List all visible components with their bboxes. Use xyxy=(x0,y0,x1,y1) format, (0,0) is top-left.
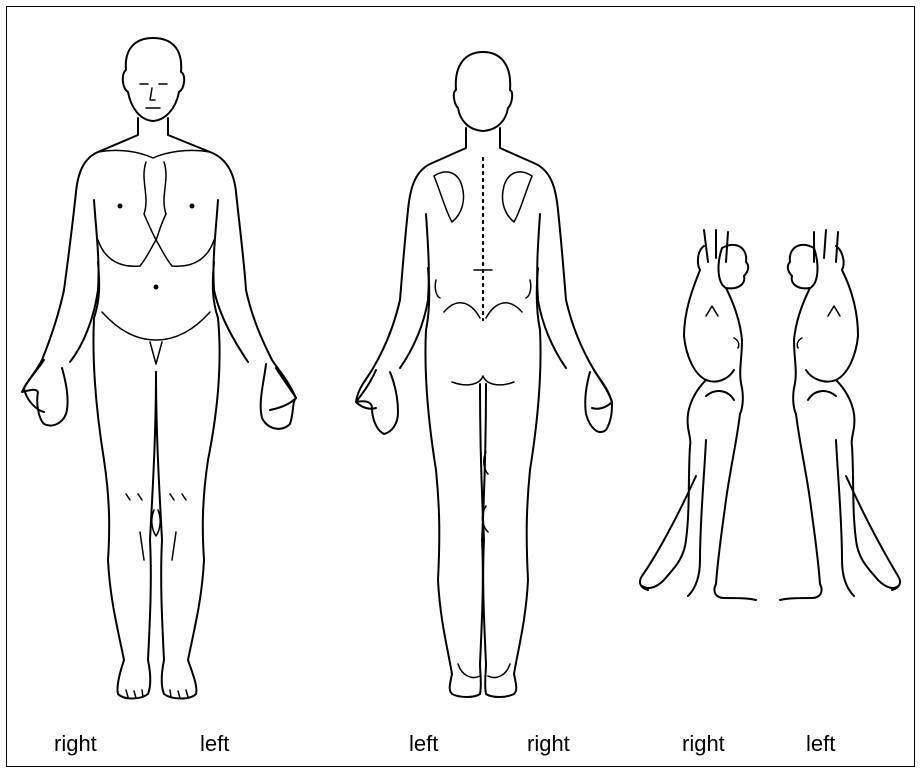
back-right-label: right xyxy=(527,731,570,757)
front-toes xyxy=(126,690,188,698)
back-torso-outline xyxy=(356,128,612,409)
front-ribcage xyxy=(98,240,214,266)
front-right-hand xyxy=(22,360,68,426)
front-torso-outline xyxy=(24,118,296,412)
front-pelvis xyxy=(102,312,210,364)
front-right-label: right xyxy=(54,731,97,757)
back-right-hand xyxy=(356,370,398,434)
left-side-legs xyxy=(780,414,900,600)
right-side-chest xyxy=(706,306,739,348)
front-right-leg xyxy=(93,318,156,699)
front-body-figure xyxy=(22,38,296,699)
front-clavicles xyxy=(98,150,210,158)
back-left-leg xyxy=(480,330,541,697)
side-right-label: right xyxy=(682,731,725,757)
left-side-figure xyxy=(780,230,900,600)
front-right-nipple xyxy=(118,204,123,209)
right-side-arm-back xyxy=(684,246,704,336)
side-left-label: left xyxy=(806,731,835,757)
front-hips xyxy=(94,262,218,318)
right-side-legs xyxy=(640,414,756,600)
front-inner-arms xyxy=(70,200,248,362)
front-face xyxy=(140,84,167,108)
back-elbow-marks xyxy=(435,280,531,298)
front-left-hand xyxy=(261,364,296,429)
left-side-arm-back xyxy=(836,246,858,336)
front-left-leg xyxy=(156,318,220,699)
right-side-head xyxy=(719,245,749,289)
left-side-hip xyxy=(808,380,854,446)
back-left-label: left xyxy=(409,731,438,757)
front-left-nipple xyxy=(190,204,195,209)
back-body-figure xyxy=(356,52,612,697)
back-buttocks xyxy=(452,376,514,385)
left-side-chest xyxy=(797,306,840,348)
front-knees xyxy=(126,494,186,560)
front-navel xyxy=(154,285,159,290)
left-side-arms-raised xyxy=(814,230,838,262)
right-side-figure xyxy=(640,230,756,600)
back-left-hand xyxy=(585,370,612,432)
front-sternum xyxy=(144,162,166,240)
front-left-label: left xyxy=(200,731,229,757)
back-heels xyxy=(458,664,510,678)
back-head xyxy=(454,52,512,131)
back-right-leg xyxy=(425,330,486,697)
right-side-hip xyxy=(688,380,734,446)
